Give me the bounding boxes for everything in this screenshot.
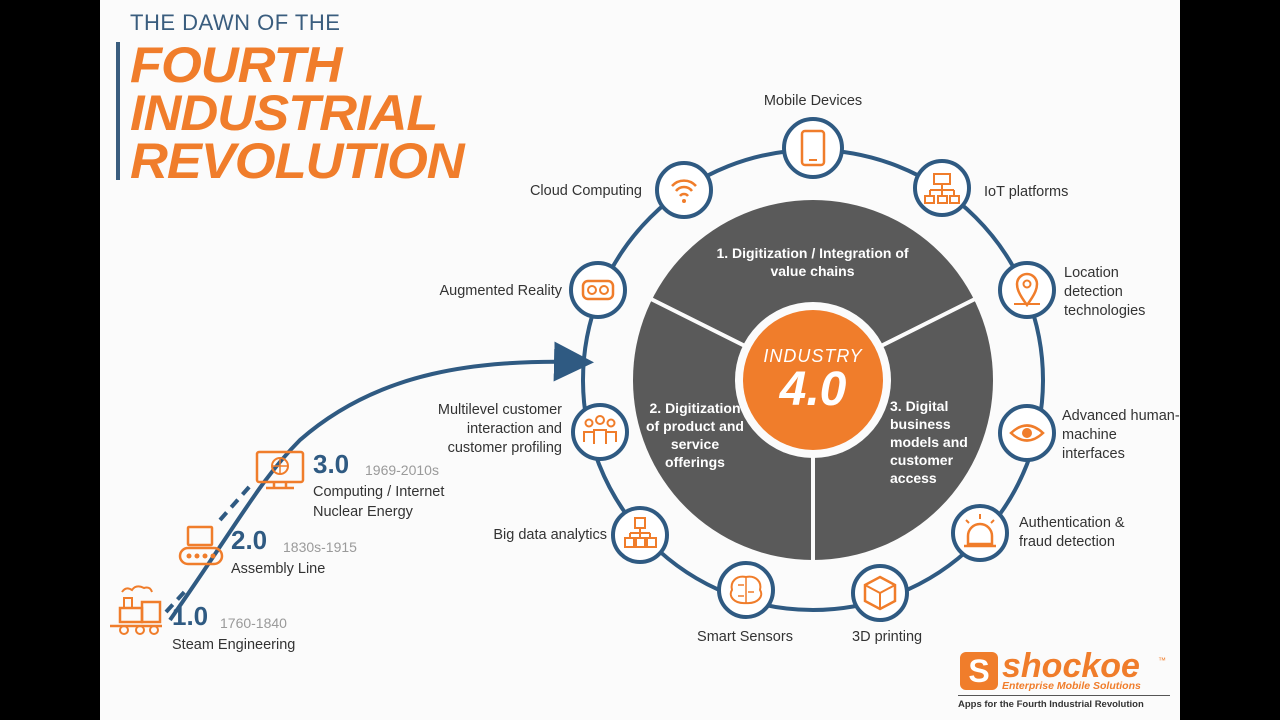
logo-tagline: Apps for the Fourth Industrial Revolutio… <box>958 699 1144 710</box>
ring-label-iot-platforms: IoT platforms <box>984 184 1069 200</box>
trademark-symbol: ™ <box>1158 656 1166 665</box>
logo-subtitle: Enterprise Mobile Solutions <box>1002 680 1141 692</box>
title-line-2: INDUSTRIAL <box>130 85 438 141</box>
era-3-desc-2: Nuclear Energy <box>313 504 413 520</box>
era-3-desc-1: Computing / Internet <box>313 484 445 500</box>
segment-left-text: 2. Digitization of product and service o… <box>646 400 744 470</box>
ring-label-big-data: Big data analytics <box>493 527 607 543</box>
ring-label-hmi: Advanced human-machine interfaces <box>1062 408 1180 462</box>
title-line-3: REVOLUTION <box>130 133 465 189</box>
segment-right-text: 3. Digital business models and customer … <box>890 398 968 486</box>
computer-globe-icon <box>255 450 305 490</box>
timeline-dash-1 <box>164 586 190 614</box>
ring-label-smart-sensors: Smart Sensors <box>697 629 793 645</box>
ring-label-customer-profiling: Multilevel customer interaction and cust… <box>437 402 562 456</box>
eye-icon <box>998 404 1056 462</box>
era-1-desc: Steam Engineering <box>172 637 296 653</box>
era-1-number: 1.0 <box>172 601 209 631</box>
conveyor-belt-icon <box>178 525 224 566</box>
ring-label-authentication: Authentication & fraud detection <box>1019 515 1125 550</box>
era-2-years: 1830s-1915 <box>283 539 357 555</box>
timeline-arrow <box>168 341 594 622</box>
vr-goggles-icon <box>569 261 627 319</box>
logo-divider <box>958 695 1170 696</box>
title-line-1: FOURTH <box>130 37 343 93</box>
shockoe-logo-mark: S <box>960 652 998 690</box>
ring-label-mobile-devices: Mobile Devices <box>763 93 863 109</box>
timeline-dash-2 <box>218 484 252 522</box>
era-2-desc: Assembly Line <box>231 561 326 577</box>
steam-train-icon <box>110 585 162 635</box>
brain-icon <box>717 561 775 619</box>
center-label: INDUSTRY <box>763 346 863 366</box>
center-circle <box>743 310 883 450</box>
ring-label-augmented-reality: Augmented Reality <box>439 283 562 299</box>
ring-label-cloud-computing: Cloud Computing <box>529 183 642 199</box>
era-2-number: 2.0 <box>231 525 268 555</box>
infographic-canvas: THE DAWN OF THE FOURTH INDUSTRIAL REVOLU… <box>100 0 1180 720</box>
era-3-years: 1969-2010s <box>365 462 439 478</box>
era-1-years: 1760-1840 <box>220 615 287 631</box>
ring-label-3d-printing: 3D printing <box>852 629 923 645</box>
alarm-light-icon <box>951 504 1009 562</box>
location-pin-icon <box>998 261 1056 319</box>
title-accent-bar <box>116 42 120 180</box>
network-icon <box>913 159 971 217</box>
center-number: 4.0 <box>779 363 847 416</box>
smartphone-icon <box>782 117 844 179</box>
data-hierarchy-icon <box>611 506 669 564</box>
diagram-graphics <box>110 117 1056 635</box>
segment-top-text: 1. Digitization / Integration of value c… <box>716 245 909 279</box>
wifi-icon <box>655 161 713 219</box>
title-small: THE DAWN OF THE <box>130 10 341 35</box>
people-group-icon <box>571 403 629 461</box>
cube-icon <box>851 564 909 622</box>
shockoe-logo-word: shockoe <box>1002 647 1140 685</box>
ring-label-location-detection: Location detection technologies <box>1064 265 1146 319</box>
era-3-number: 3.0 <box>313 449 350 479</box>
